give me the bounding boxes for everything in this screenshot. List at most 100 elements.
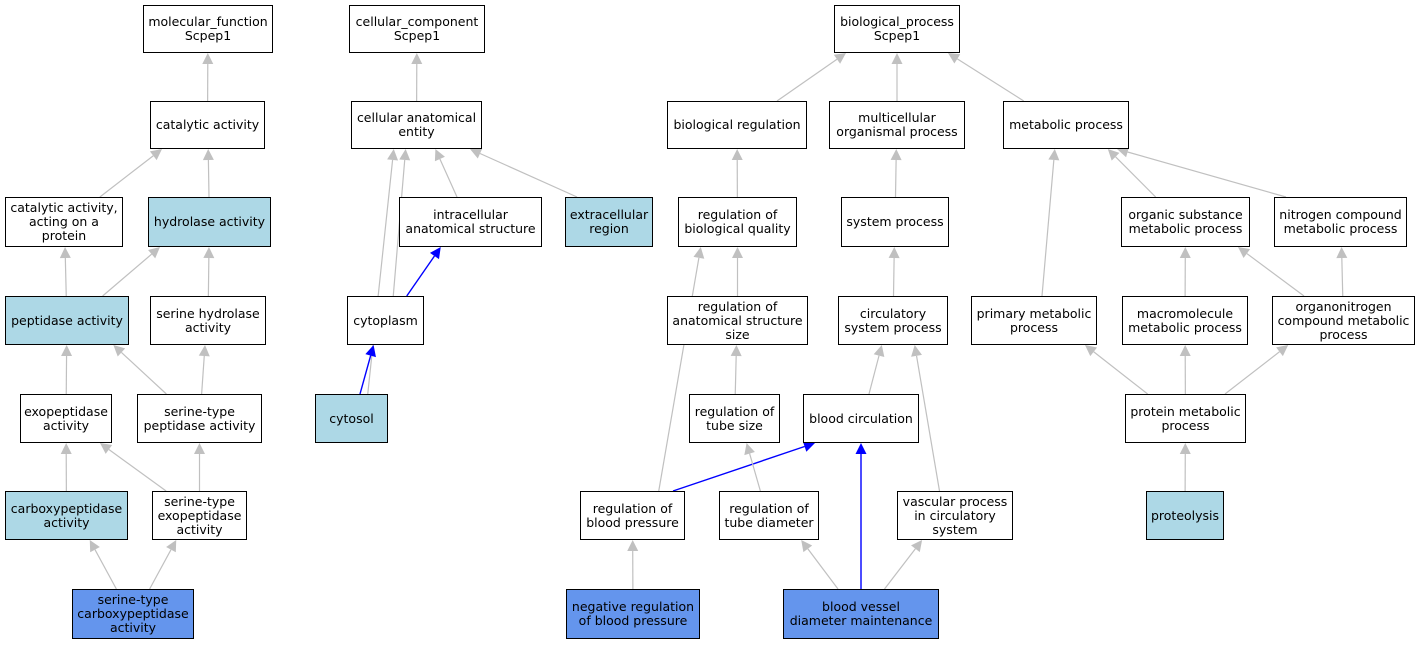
edge-bv_diam-to-vascular [884,548,916,590]
arrowhead-extracellular-to-cae [470,148,483,159]
edge-serine_carboxy-to-carboxypeptidase [94,549,117,590]
node-blood-circulation[interactable]: blood circulation [803,394,919,443]
arrowhead-reg_tube_diam-to-reg_tube_size [744,443,755,456]
arrowhead-circ_sys-to-system_process [888,247,900,259]
edge-protein_met-to-primary_met [1093,351,1148,395]
node-biological-process-root[interactable]: biological_process Scpep1 [834,5,960,53]
node-regulation-of-biological-quality[interactable]: regulation of biological quality [678,197,797,247]
arrowhead-carboxypeptidase-to-exopeptidase [60,443,72,455]
arrowhead-vascular-to-circ_sys [911,345,922,357]
node-catalytic-activity-acting-on-protein[interactable]: catalytic activity, acting on a protein [5,197,123,247]
node-nitrogen-compound-metabolic-process[interactable]: nitrogen compound metabolic process [1274,197,1407,247]
arrowhead-serine_exo-to-exopeptidase [100,443,113,454]
arrowhead-reg_bio_quality-to-bio_reg [731,149,743,161]
node-biological-regulation[interactable]: biological regulation [667,101,807,149]
edge-cytosol-to-cytoplasm [359,355,372,395]
arrowhead-peptidase-to-cat_protein [59,247,71,259]
node-catalytic-activity[interactable]: catalytic activity [150,101,265,149]
arrowhead-hydrolase-to-catalytic [202,149,214,161]
edge-reg_tube_diam-to-reg_tube_size [749,453,761,492]
node-cellular-anatomical-entity[interactable]: cellular anatomical entity [351,101,482,149]
arrowhead-protein_met-to-primary_met [1085,345,1098,357]
arrowhead-cytoplasm-to-cae [399,149,411,161]
arrowhead-reg_anat_size-to-reg_bio_quality [732,247,743,258]
node-proteolysis[interactable]: proteolysis [1146,491,1224,540]
node-cellular-component-root[interactable]: cellular_component Scpep1 [349,5,485,53]
arrowhead-catalytic-to-mf_root [202,53,214,65]
edge-bv_diam-to-reg_tube_diam [807,548,839,590]
arrowhead-serine_carboxy-to-serine_exo [166,540,177,553]
node-organonitrogen-compound-metabolic-process[interactable]: organonitrogen compound metabolic proces… [1272,296,1415,345]
edge-reg_tube_size-to-reg_anat_size [734,355,737,395]
node-blood-vessel-diameter-maintenance[interactable]: blood vessel diameter maintenance [783,589,939,639]
arrowhead-cat_protein-to-catalytic [149,149,162,161]
edge-bio_reg-to-bp_root [776,58,838,102]
edge-circ_sys-to-system_process [892,257,895,297]
node-serine-type-peptidase-activity[interactable]: serine-type peptidase activity [137,394,262,443]
node-carboxypeptidase-activity[interactable]: carboxypeptidase activity [5,491,128,540]
edge-serine_peptidase-to-serine_hydrolase [201,355,205,395]
node-serine-hydrolase-activity[interactable]: serine hydrolase activity [150,296,266,345]
arrowhead-intracellular-to-cae [434,149,445,162]
node-regulation-of-anatomical-structure-size[interactable]: regulation of anatomical structure size [667,296,808,345]
node-exopeptidase-activity[interactable]: exopeptidase activity [20,394,112,443]
edge-system_process-to-multicell [894,159,897,198]
edge-intracellular-to-cae [439,158,458,198]
arrowhead-cytosol-to-cae [387,149,399,161]
node-vascular-process-in-circulatory-system[interactable]: vascular process in circulatory system [897,491,1013,540]
node-circulatory-system-process[interactable]: circulatory system process [838,296,948,345]
arrowhead-multicell-to-bp_root [891,53,903,64]
arrowhead-reg_tube_size-to-reg_anat_size [730,345,742,357]
arrowhead-protein_met-to-organonitrogen [1276,345,1289,357]
node-peptidase-activity[interactable]: peptidase activity [5,296,129,345]
node-negative-regulation-of-blood-pressure[interactable]: negative regulation of blood pressure [566,589,700,639]
node-cytoplasm[interactable]: cytoplasm [347,296,424,345]
node-multicellular-organismal-process[interactable]: multicellular organismal process [829,101,965,149]
edge-organic_subst-to-metabolic [1115,156,1157,198]
node-hydrolase-activity[interactable]: hydrolase activity [148,197,271,247]
arrowhead-neg_reg_bp-to-reg_bp [627,540,639,552]
arrowhead-protein_met-to-macromol [1179,345,1191,357]
arrowhead-proteolysis-to-protein_met [1179,443,1191,455]
node-regulation-of-blood-pressure[interactable]: regulation of blood pressure [580,491,685,540]
edge-cytoplasm-to-intracellular [406,255,436,297]
edge-metabolic-to-bp_root [956,58,1025,102]
arrowhead-bio_reg-to-bp_root [833,53,846,64]
node-protein-metabolic-process[interactable]: protein metabolic process [1125,394,1246,443]
arrowhead-organonitrogen-to-organic_subst [1238,247,1251,258]
node-regulation-of-tube-size[interactable]: regulation of tube size [689,394,780,443]
arrowhead-metabolic-to-bp_root [948,53,961,64]
arrowhead-exopeptidase-to-peptidase [61,345,73,357]
edge-reg_bp-to-blood_circ [672,445,805,492]
arrowhead-bv_diam-to-blood_circ [855,443,867,454]
node-primary-metabolic-process[interactable]: primary metabolic process [971,296,1097,345]
edge-primary_met-to-metabolic [1041,159,1055,297]
node-regulation-of-tube-diameter[interactable]: regulation of tube diameter [719,491,819,540]
arrowhead-blood_circ-to-circ_sys [873,345,885,358]
node-molecular-function-root[interactable]: molecular_function Scpep1 [143,5,273,53]
node-metabolic-process[interactable]: metabolic process [1003,101,1129,149]
edge-serine_exo-to-exopeptidase [108,448,167,492]
arrowhead-cytoplasm-to-intracellular [429,247,441,260]
node-serine-type-exopeptidase-activity[interactable]: serine-type exopeptidase activity [152,491,247,540]
node-serine-type-carboxypeptidase-activity[interactable]: serine-type carboxypeptidase activity [72,589,194,639]
edge-peptidase-to-cat_protein [64,257,67,297]
arrowhead-system_process-to-multicell [890,149,902,161]
node-macromolecule-metabolic-process[interactable]: macromolecule metabolic process [1122,296,1248,345]
node-extracellular-region[interactable]: extracellular region [565,197,653,247]
arrowhead-serine_hydrolase-to-hydrolase [203,247,215,259]
node-cytosol[interactable]: cytosol [315,394,388,443]
arrowhead-organonitrogen-to-nitrogen [1336,247,1348,259]
edge-protein_met-to-organonitrogen [1224,351,1280,395]
edge-peptidase-to-hydrolase [102,253,153,297]
arrowhead-nitrogen-to-metabolic [1117,146,1130,158]
edge-cytosol-to-cae [367,159,394,395]
node-intracellular-anatomical-structure[interactable]: intracellular anatomical structure [399,197,542,247]
node-system-process[interactable]: system process [841,197,949,247]
arrowhead-serine_peptidase-to-peptidase [113,345,126,357]
edge-blood_circ-to-circ_sys [868,355,880,395]
arrowhead-primary_met-to-metabolic [1048,149,1060,161]
arrowhead-reg_bp-to-reg_bio_quality [693,247,705,259]
node-organic-substance-metabolic-process[interactable]: organic substance metabolic process [1121,197,1250,247]
